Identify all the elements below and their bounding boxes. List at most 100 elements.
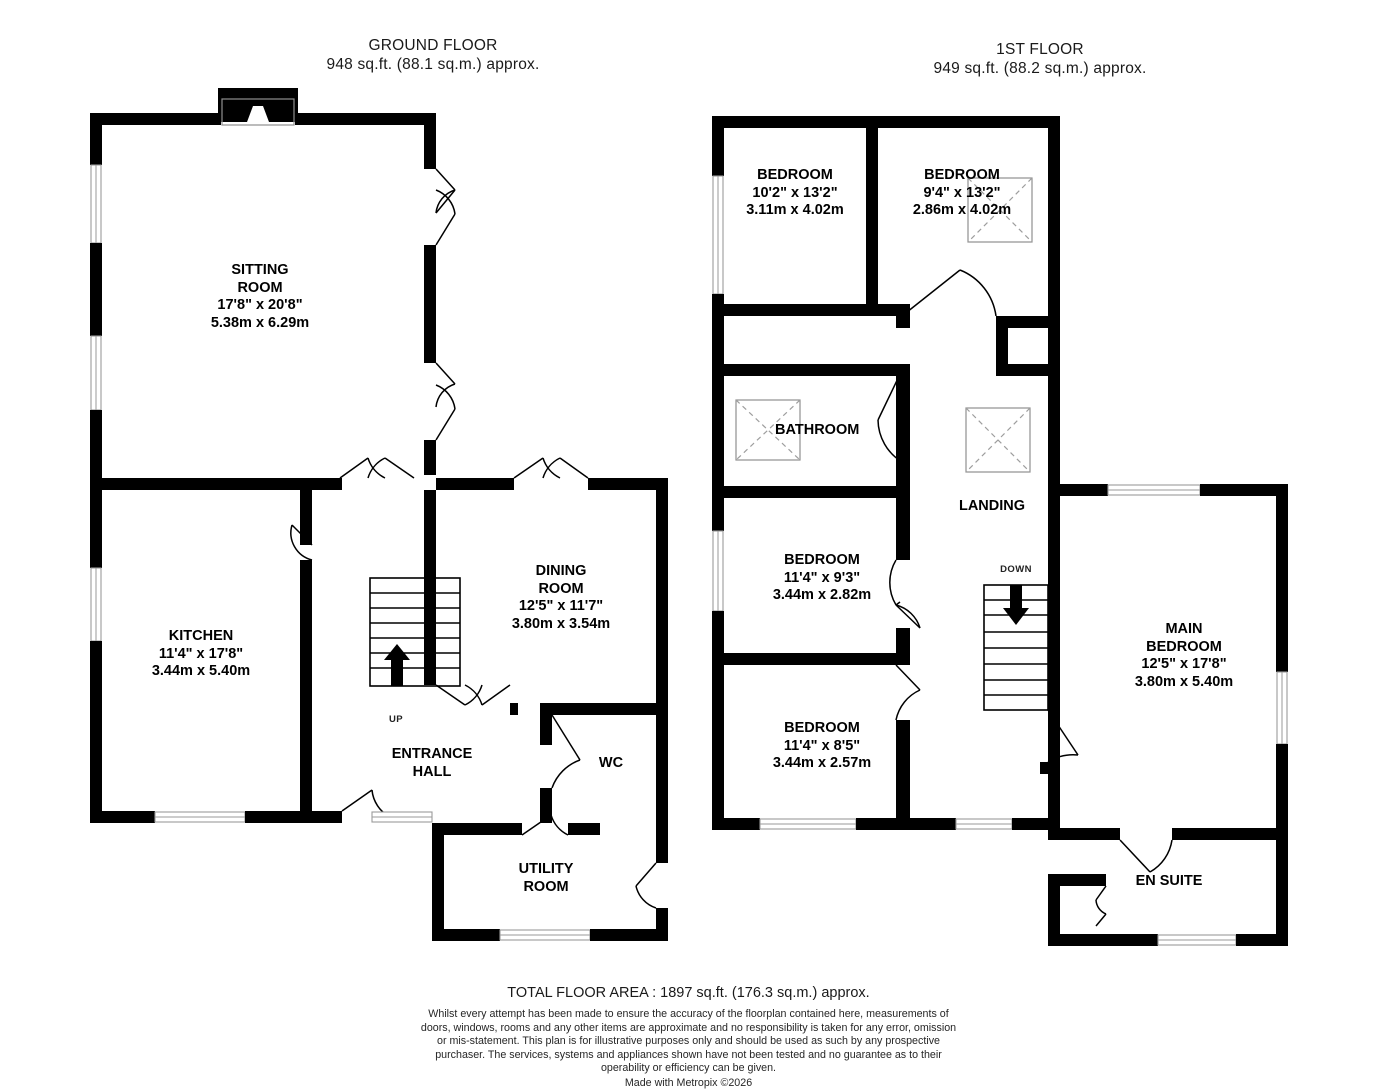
wall-kitchen-bottom-a [90,811,155,823]
wall-utility-left [432,823,444,941]
wall-ensuite-bottom-b [1236,934,1288,946]
wall-bathroom-bottom [712,486,910,498]
footer: TOTAL FLOOR AREA : 1897 sq.ft. (176.3 sq… [0,985,1377,1091]
room-name-2: BEDROOM [1146,638,1222,655]
wall-ensuite-top-b [1172,828,1288,840]
wall-hall-right-top [656,478,668,490]
room-dim-imperial: 11'4" x 8'5" [783,737,861,754]
room-label-bedroom-front-left: BEDROOM 10'2" x 13'2" 3.11m x 4.02m [695,167,895,220]
wall-bed1-bottom [712,304,902,316]
wall-main-top-b [1200,484,1288,496]
wall-sitting-right-a [424,113,436,169]
wall-utility-right-a [656,715,668,863]
room-label-kitchen: KITCHEN 11'4" x 17'8" 3.44m x 5.40m [101,628,301,681]
wall-dining-lower-stub [510,703,518,715]
wall-kitchen-right-b [300,560,312,823]
room-dim-metric: 2.86m x 4.02m [912,202,1012,218]
room-name: ENTRANCE [391,746,473,762]
wall-ensuite-right [1276,840,1288,946]
room-name: BEDROOM [757,167,833,183]
window-ensuite-bottom [1157,934,1237,946]
wall-landing-bridge [996,364,1048,376]
ground-floor-title-text: GROUND FLOOR [368,37,498,54]
room-dim-imperial: 11'4" x 9'3" [783,569,861,586]
room-dim-imperial: 12'5" x 17'8" [1141,656,1227,672]
room-dim-metric: 3.80m x 3.54m [511,615,611,632]
first-floor-title-text: 1ST FLOOR [996,41,1084,58]
door-sitting-upper [435,168,456,246]
door-ensuite-cupboard [1095,885,1107,927]
ground-floor-title: GROUND FLOOR 948 sq.ft. (88.1 sq.m.) app… [228,36,638,74]
wall-utility-top-b [568,823,600,835]
room-label-bedroom-mid-left: BEDROOM 11'4" x 9'3" 3.44m x 2.82m [722,552,922,605]
room-label-sitting-room: SITTING ROOM 17'8" x 20'8" 5.38m x 6.29m [160,262,360,332]
room-dim-metric: 3.11m x 4.02m [746,202,844,218]
room-dim-imperial: 11'4" x 17'8" [158,645,244,662]
door-bed2 [901,269,997,317]
wall-ff-bottom-a [712,818,760,830]
wall-dining-top-a [436,478,514,490]
chimney-breast [218,88,298,126]
door-wc [551,714,581,789]
wall-ensuite-bottom-a [1048,934,1158,946]
door-dining-lower [435,684,511,706]
wall-bed3-bottom [712,653,910,665]
total-floor-area: TOTAL FLOOR AREA : 1897 sq.ft. (176.3 sq… [507,985,870,1001]
wall-utility-right-b [656,908,668,941]
wall-kitchen-right-a [300,490,312,545]
room-dim-metric: 3.80m x 5.40m [1134,673,1234,690]
room-name-2: ROOM [523,878,569,895]
wall-gf-left-b [90,243,102,336]
stair-direction-down: DOWN [986,564,1046,575]
wall-sitting-right-b [424,245,436,363]
wall-gf-top-right [295,113,435,125]
room-label-bedroom-rear-left: BEDROOM 11'4" x 8'5" 3.44m x 2.57m [722,720,922,773]
disclaimer-text: Whilst every attempt has been made to en… [420,1008,957,1075]
ground-floor-area-text: 948 sq.ft. (88.1 sq.m.) approx. [326,56,540,73]
room-dim-imperial: 17'8" x 20'8" [217,297,303,313]
window-bed4-bottom [759,818,857,830]
window-kitchen-left [90,567,102,642]
window-kitchen-bottom [154,811,246,823]
stairs-first [983,584,1049,711]
room-name: KITCHEN [168,628,234,644]
room-name: BEDROOM [924,167,1000,183]
wall-dining-left [424,490,436,685]
room-label-entrance-hall: ENTRANCE HALL [332,746,532,781]
room-dim-imperial: 12'5" x 11'7" [518,598,604,614]
door-bed4 [895,664,921,721]
room-label-utility-room: UTILITY ROOM [446,861,646,896]
room-dim-metric: 5.38m x 6.29m [210,314,310,331]
wall-hall-top-a [312,478,342,490]
room-name: LANDING [958,498,1026,514]
wall-wc-top [540,703,668,715]
wall-ensuite-left [1048,774,1060,840]
wall-dining-top-b [588,478,668,490]
stairs-ground [369,577,461,687]
stair-note-text: UP [389,714,403,725]
wall-landing-right-b [1048,496,1060,826]
room-name: DINING [535,563,587,579]
stair-note-text: DOWN [1000,564,1032,575]
wall-main-right-b [1276,744,1288,840]
room-name: BATHROOM [775,422,860,438]
room-label-dining-room: DINING ROOM 12'5" x 11'7" 3.80m x 3.54m [461,563,661,633]
disclaimer-block: Whilst every attempt has been made to en… [416,1008,961,1091]
wall-wc-left-a [540,715,552,745]
first-floor-title: 1ST FLOOR 949 sq.ft. (88.2 sq.m.) approx… [835,40,1245,78]
window-hall-front [371,811,433,823]
wall-ff-top [712,116,1060,128]
wall-bathroom-top [712,364,902,376]
room-dim-metric: 3.44m x 2.82m [772,587,872,603]
wall-gf-left-a [90,113,102,165]
room-name: BEDROOM [784,720,860,736]
room-name: BEDROOM [784,552,860,568]
wall-landing-top [996,316,1048,328]
room-dim-imperial: 9'4" x 13'2" [923,184,1001,201]
window-utility-bottom [499,929,591,941]
metropix-credit: Made with Metropix ©2026 [624,1076,753,1089]
room-dim-imperial: 10'2" x 13'2" [752,184,838,201]
wall-ff-right-front [1048,116,1060,376]
room-label-bedroom-front-right: BEDROOM 9'4" x 13'2" 2.86m x 4.02m [862,167,1062,220]
